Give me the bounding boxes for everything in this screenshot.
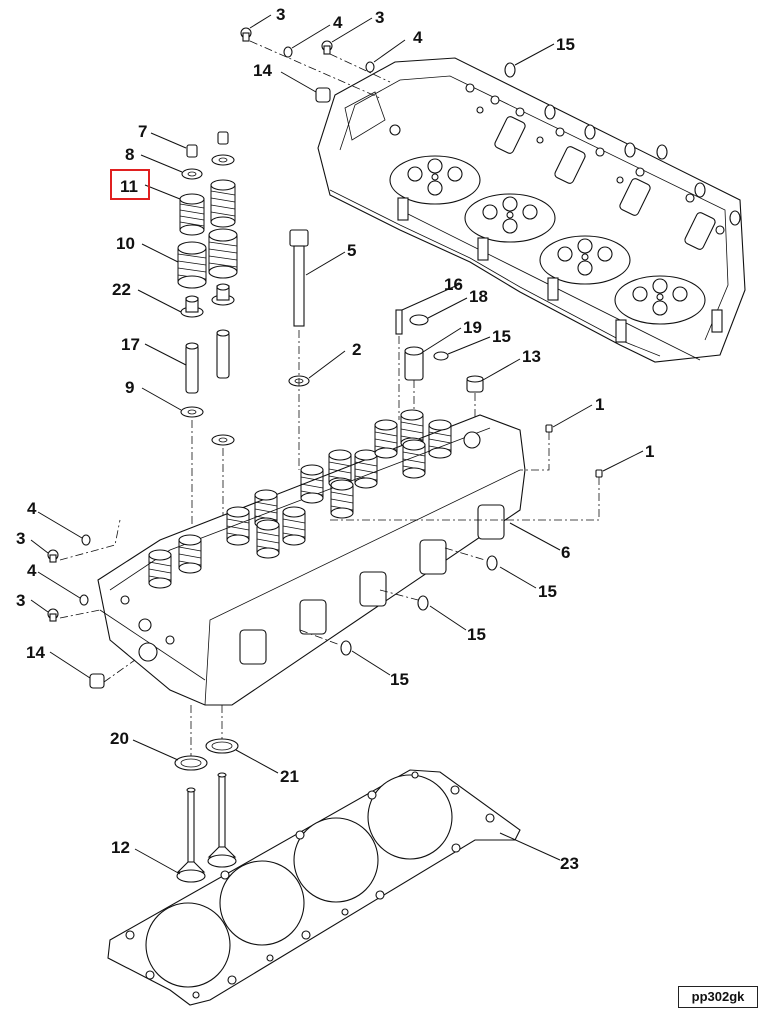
installed-springs [148, 409, 452, 589]
head-side-ports [239, 504, 505, 665]
head-gasket [107, 769, 521, 1006]
callout-15: 15 [390, 670, 409, 689]
callout-4: 4 [413, 28, 423, 47]
o-rings [299, 547, 498, 656]
callout-19: 19 [463, 318, 482, 337]
callout-labels: 3 4 3 4 15 14 7 8 11 10 5 22 16 18 19 15… [16, 5, 654, 873]
cylinder-head [97, 409, 526, 706]
callout-22: 22 [112, 280, 131, 299]
callout-4: 4 [333, 13, 343, 32]
head-bolt [288, 229, 310, 470]
callout-8: 8 [125, 145, 134, 164]
callout-6: 6 [561, 543, 570, 562]
spring-11 [179, 193, 205, 236]
valve-train-stack-right [208, 131, 238, 446]
callout-7: 7 [138, 122, 147, 141]
callout-9: 9 [125, 378, 134, 397]
spring-10 [177, 241, 207, 289]
port-windows [494, 116, 716, 250]
callout-15: 15 [556, 35, 575, 54]
callout-15: 15 [492, 327, 511, 346]
callout-1: 1 [645, 442, 654, 461]
callout-3: 3 [276, 5, 285, 24]
upper-housing [317, 57, 746, 363]
valves [176, 772, 237, 883]
flange-holes [465, 83, 725, 235]
callout-16: 16 [444, 275, 463, 294]
callout-17: 17 [121, 335, 140, 354]
callout-5: 5 [347, 241, 356, 260]
top-fasteners [240, 27, 391, 103]
highlight-box-part-11 [110, 169, 150, 200]
callout-3: 3 [16, 591, 25, 610]
callout-11: 11 [120, 177, 138, 196]
callout-23: 23 [560, 854, 579, 873]
callout-20: 20 [110, 729, 129, 748]
callout-15: 15 [467, 625, 486, 644]
callout-2: 2 [352, 340, 361, 359]
gasket-holes [125, 771, 495, 999]
callout-14: 14 [253, 61, 272, 80]
rocker-pads [389, 155, 706, 325]
callout-4: 4 [27, 499, 37, 518]
callout-3: 3 [375, 8, 384, 27]
callout-13: 13 [522, 347, 541, 366]
leader-lines [30, 14, 644, 875]
valve-train-stack-left [177, 144, 207, 418]
callout-12: 12 [111, 838, 130, 857]
small-parts-center [395, 309, 484, 440]
callout-18: 18 [469, 287, 488, 306]
callout-14: 14 [26, 643, 45, 662]
figure-code-label: pp302gk [678, 986, 758, 1008]
callout-15: 15 [538, 582, 557, 601]
callout-3: 3 [16, 529, 25, 548]
callout-1: 1 [595, 395, 604, 414]
callout-4: 4 [27, 561, 37, 580]
dowels [330, 424, 603, 521]
valve-seats [174, 705, 239, 771]
side-fasteners [47, 519, 136, 689]
callout-21: 21 [280, 767, 299, 786]
callout-10: 10 [116, 234, 135, 253]
